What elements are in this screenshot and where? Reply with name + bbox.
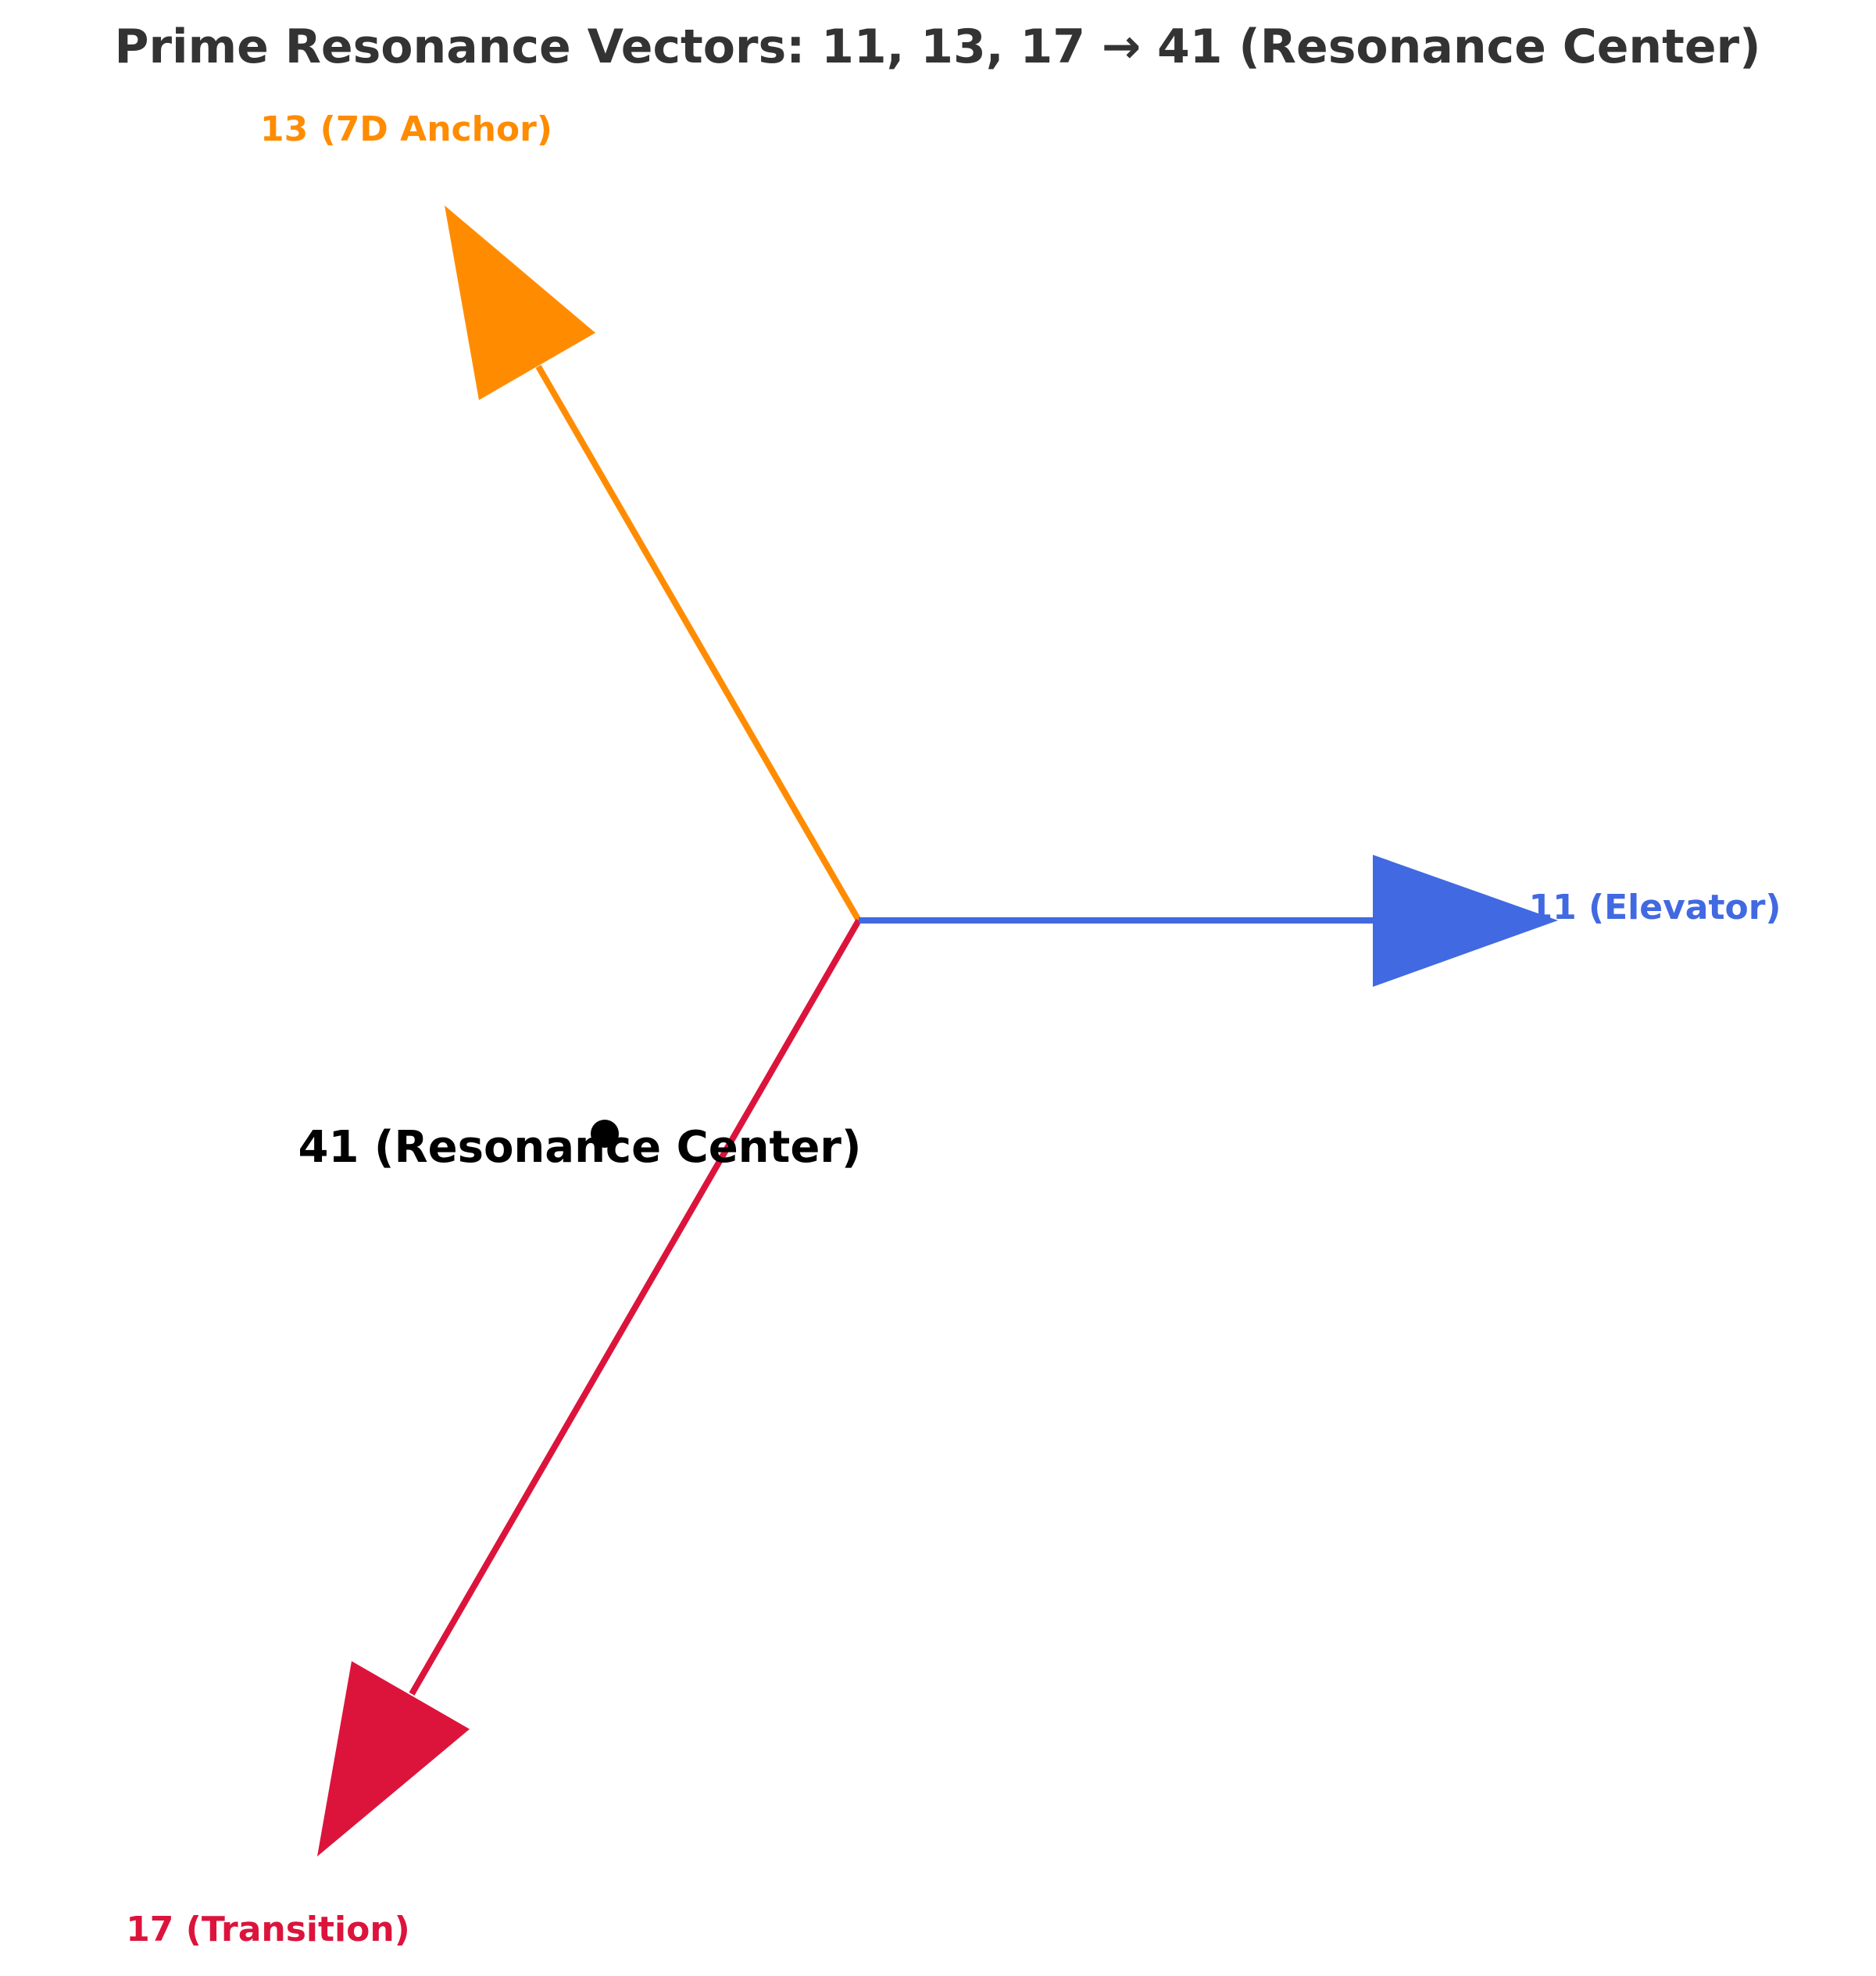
diagram-title: Prime Resonance Vectors: 11, 13, 17 → 41…	[114, 20, 1760, 74]
vector-11-arrowhead	[1373, 855, 1558, 987]
vector-13-arrowhead	[445, 205, 595, 400]
resonance-center-point	[591, 1120, 619, 1148]
vector-17-label: 17 (Transition)	[126, 1910, 410, 1949]
vector-13-shaft	[535, 364, 862, 923]
vector-11-label: 11 (Elevator)	[1528, 888, 1781, 927]
vector-17-arrowhead	[317, 1661, 470, 1856]
vector-11: 11 (Elevator)	[859, 855, 1781, 987]
vector-17: 17 (Transition)	[126, 918, 862, 1949]
resonance-center-label: 41 (Resonance Center)	[298, 1122, 861, 1173]
resonance-center: 41 (Resonance Center)	[298, 1120, 862, 1173]
vector-13-label: 13 (7D Anchor)	[260, 109, 552, 149]
vector-17-shaft	[409, 918, 862, 1696]
vector-13: 13 (7D Anchor)	[260, 109, 862, 923]
